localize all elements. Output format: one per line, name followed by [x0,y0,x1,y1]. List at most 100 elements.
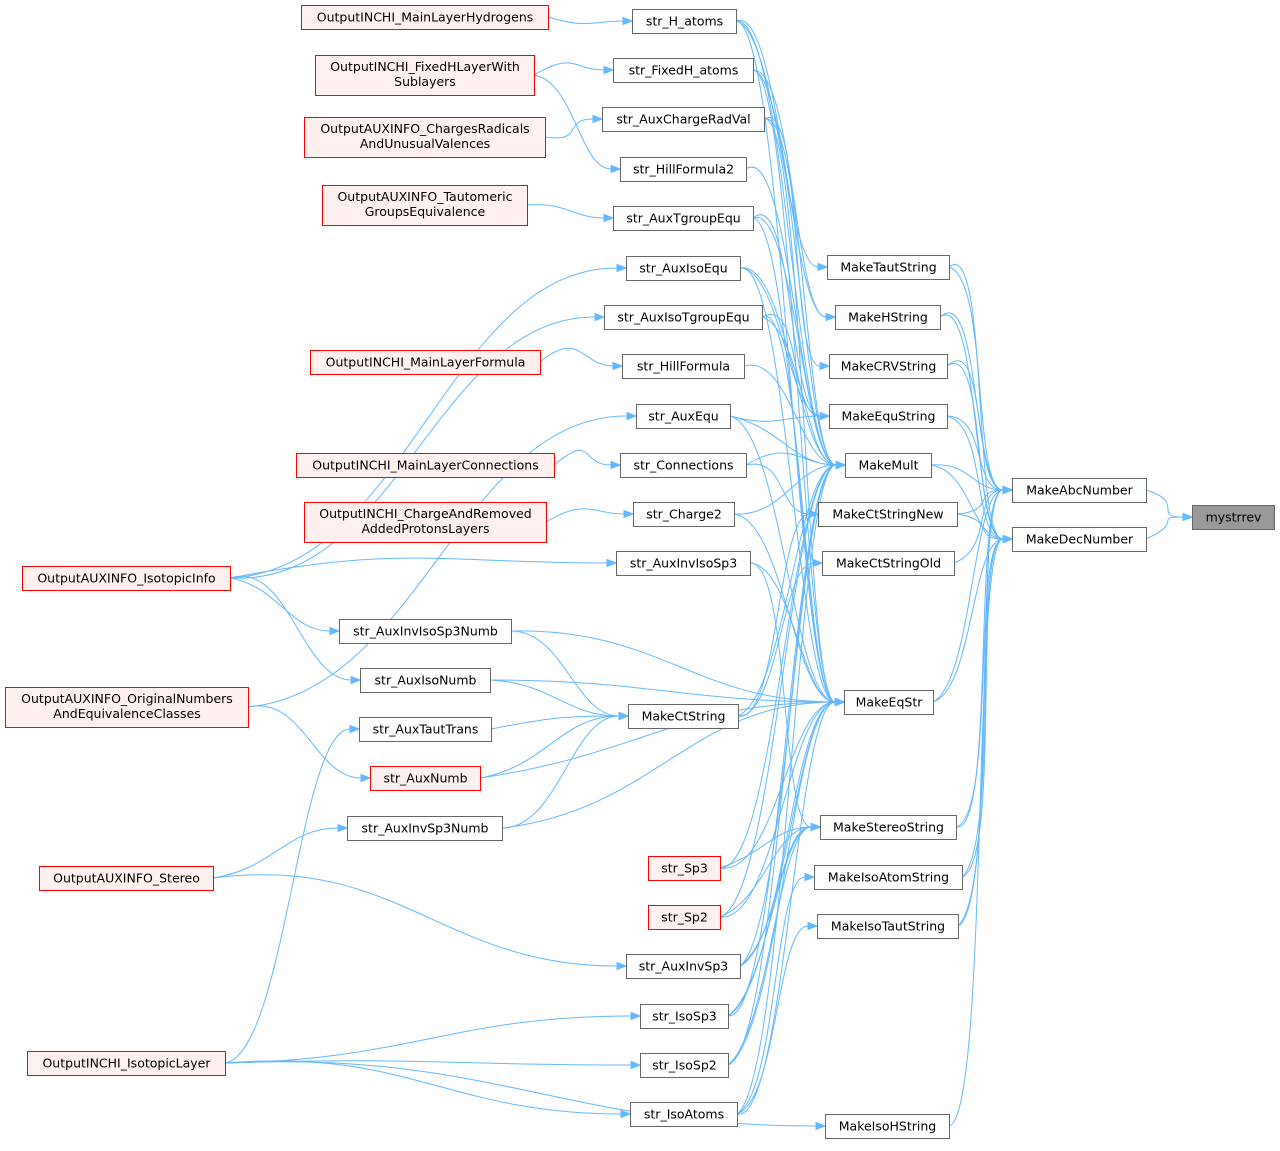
node-str_AuxIsoNumb[interactable]: str_AuxIsoNumb [360,668,491,693]
node-str_AuxNumb[interactable]: str_AuxNumb [370,766,481,791]
node-box [604,305,763,330]
node-str_HillFormula2[interactable]: str_HillFormula2 [620,157,747,182]
node-MakeIsoHString[interactable]: MakeIsoHString [825,1114,950,1139]
edge-str_FixedH_atoms-to-MakeHString [752,69,837,322]
node-MakeStereoString[interactable]: MakeStereoString [820,815,957,840]
node-str_Sp3[interactable]: str_Sp3 [648,856,721,881]
node-str_AuxEqu[interactable]: str_AuxEqu [636,404,731,429]
node-label: OutputINCHI_FixedHLayerWith [330,59,520,74]
node-OutputAUXINFO_ChargesRadicalsAndUnusualValences[interactable]: OutputAUXINFO_ChargesRadicalsAndUnusualV… [304,117,546,158]
node-str_FixedH_atoms[interactable]: str_FixedH_atoms [613,58,754,83]
node-label: str_AuxTautTrans [373,722,479,737]
node-label: str_AuxInvSp3Numb [362,821,489,836]
edge-OutputINCHI_MainLayerConnections-to-str_Connections [553,449,622,470]
edge-str_AuxInvIsoSp3Numb-to-MakeCtString [510,630,630,721]
node-MakeEquString[interactable]: MakeEquString [829,404,948,429]
node-box [602,107,765,132]
node-label: MakeIsoAtomString [828,870,949,885]
edge-OutputAUXINFO_IsotopicInfo-to-str_AuxInvIsoSp3 [229,557,618,579]
edge-arrowhead [616,961,628,971]
node-str_AuxInvIsoSp3[interactable]: str_AuxInvIsoSp3 [616,551,751,576]
edge-arrowhead [804,872,816,882]
node-MakeCRVString[interactable]: MakeCRVString [829,354,948,379]
edge-str_AuxNumb-to-MakeCtString [479,711,630,779]
edge-arrowhead [807,921,819,931]
node-str_Connections[interactable]: str_Connections [620,453,747,478]
node-OutputINCHI_MainLayerHydrogens[interactable]: OutputINCHI_MainLayerHydrogens [301,5,549,30]
node-box [22,566,231,591]
node-str_AuxIsoEqu[interactable]: str_AuxIsoEqu [626,256,741,281]
edge-arrowhead [612,361,624,371]
node-MakeEqStr[interactable]: MakeEqStr [844,690,934,715]
node-str_Charge2[interactable]: str_Charge2 [633,502,735,527]
node-str_AuxIsoTgroupEqu[interactable]: str_AuxIsoTgroupEqu [604,305,763,330]
node-label: OutputINCHI_MainLayerHydrogens [317,10,534,25]
node-box [825,1114,950,1139]
node-str_AuxChargeRadVal[interactable]: str_AuxChargeRadVal [602,107,765,132]
node-mystrrev: mystrrev [1192,505,1275,530]
node-box [829,354,948,379]
node-label: OutputAUXINFO_Stereo [53,871,200,886]
node-box [632,9,737,34]
node-label: str_HillFormula [637,359,730,374]
edge-arrowhead [835,460,847,470]
node-OutputINCHI_ChargeAndRemovedAddedProtonsLayers[interactable]: OutputINCHI_ChargeAndRemovedAddedProtons… [304,502,547,543]
node-OutputAUXINFO_OriginalNumbersAndEquivalenceClasses[interactable]: OutputAUXINFO_OriginalNumbersAndEquivale… [5,687,249,728]
edge-arrowhead [620,1109,632,1119]
edge-arrowhead [610,460,622,470]
node-str_HillFormula[interactable]: str_HillFormula [622,354,745,379]
node-box [339,619,512,644]
node-label: str_AuxEqu [648,409,718,424]
node-label: str_AuxChargeRadVal [616,112,750,127]
node-OutputAUXINFO_TautomericGroupsEquivalence[interactable]: OutputAUXINFO_TautomericGroupsEquivalenc… [322,185,528,226]
node-OutputINCHI_MainLayerFormula[interactable]: OutputINCHI_MainLayerFormula [310,350,541,375]
node-str_AuxInvSp3[interactable]: str_AuxInvSp3 [626,954,741,979]
node-box [640,1053,729,1078]
node-MakeTautString[interactable]: MakeTautString [827,255,950,280]
node-str_IsoSp2[interactable]: str_IsoSp2 [640,1053,729,1078]
node-box [829,404,948,429]
node-MakeHString[interactable]: MakeHString [835,305,941,330]
node-OutputINCHI_MainLayerConnections[interactable]: OutputINCHI_MainLayerConnections [296,453,555,478]
node-str_IsoSp3[interactable]: str_IsoSp3 [640,1004,729,1029]
node-MakeMult[interactable]: MakeMult [845,453,932,478]
node-MakeCtStringNew[interactable]: MakeCtStringNew [818,502,958,527]
node-OutputAUXINFO_IsotopicInfo[interactable]: OutputAUXINFO_IsotopicInfo [22,566,231,591]
node-OutputAUXINFO_Stereo[interactable]: OutputAUXINFO_Stereo [39,866,214,891]
node-box [613,58,754,83]
node-str_AuxInvSp3Numb[interactable]: str_AuxInvSp3Numb [347,816,503,841]
edge-OutputAUXINFO_IsotopicInfo-to-str_AuxIsoEqu [229,263,628,579]
node-MakeCtString[interactable]: MakeCtString [628,704,739,729]
node-label: GroupsEquivalence [365,204,486,219]
node-MakeAbcNumber[interactable]: MakeAbcNumber [1012,478,1147,503]
node-box [822,551,955,576]
edge-str_AuxEqu-to-MakeMult [729,415,847,470]
node-str_H_atoms[interactable]: str_H_atoms [632,9,737,34]
node-box [1192,505,1275,530]
node-str_Sp2[interactable]: str_Sp2 [648,905,721,930]
node-MakeIsoAtomString[interactable]: MakeIsoAtomString [814,865,963,890]
node-label: OutputAUXINFO_IsotopicInfo [37,571,215,586]
node-label: str_AuxIsoTgroupEqu [617,310,749,325]
node-str_IsoAtoms[interactable]: str_IsoAtoms [630,1102,738,1127]
node-MakeDecNumber[interactable]: MakeDecNumber [1012,527,1147,552]
node-label: str_AuxIsoEqu [639,261,727,276]
node-label: MakeCRVString [841,359,937,374]
node-MakeIsoTautString[interactable]: MakeIsoTautString [817,914,959,939]
edge-str_AuxChargeRadVal-to-MakeCRVString [763,117,831,371]
edge-arrowhead [825,312,837,322]
edge-str_H_atoms-to-MakeTautString [735,20,829,272]
node-OutputINCHI_IsotopicLayer[interactable]: OutputINCHI_IsotopicLayer [27,1051,226,1076]
edge-arrowhead [350,675,362,685]
node-str_AuxInvIsoSp3Numb[interactable]: str_AuxInvIsoSp3Numb [339,619,512,644]
edge-str_AuxInvSp3Numb-to-MakeCtString [501,711,630,829]
node-str_AuxTgroupEqu[interactable]: str_AuxTgroupEqu [613,206,754,231]
node-str_AuxTautTrans[interactable]: str_AuxTautTrans [359,717,492,742]
edge-str_Charge2-to-MakeEqStr [733,513,846,707]
node-MakeCtStringOld[interactable]: MakeCtStringOld [822,551,955,576]
node-box [845,453,932,478]
edge-arrowhead [360,773,372,783]
edge-OutputAUXINFO_Stereo-to-str_AuxInvSp3Numb [212,823,349,879]
edge-arrowhead [622,16,634,26]
